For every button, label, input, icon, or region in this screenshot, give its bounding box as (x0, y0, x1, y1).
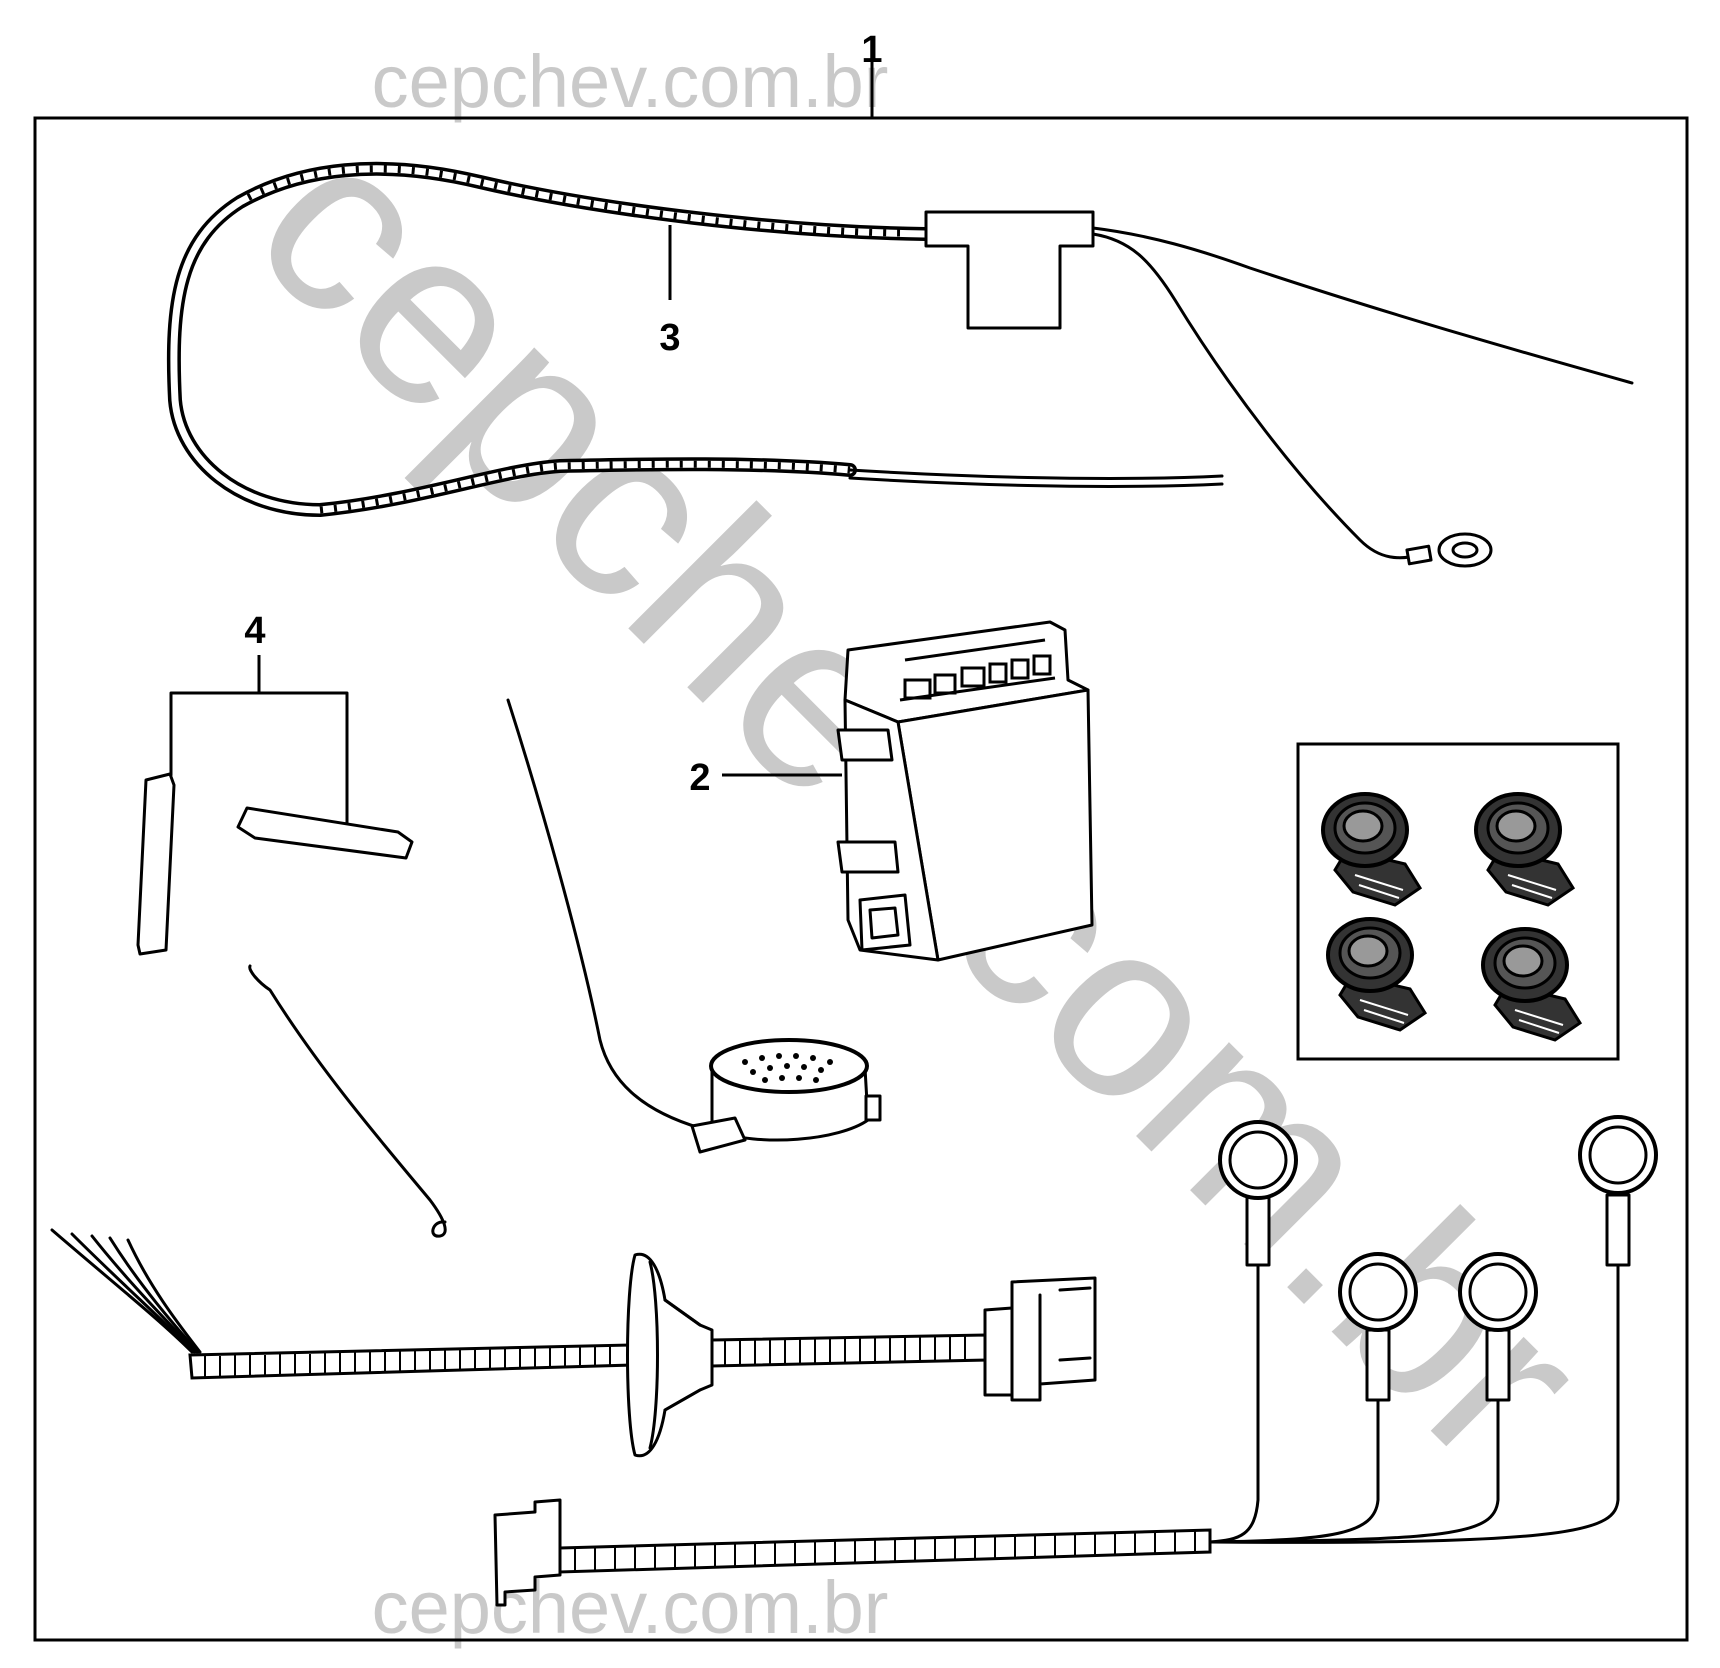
callout-3: 3 (659, 317, 680, 359)
template-strip-horizontal (236, 806, 414, 860)
corrugated-conduit-sensors (558, 1528, 1212, 1574)
sensor-branch-wires (1208, 1263, 1620, 1544)
callout-2: 2 (689, 757, 710, 799)
sensor-bezel-2 (1474, 792, 1576, 907)
module-clip-bottom (836, 840, 900, 874)
bumper-harness (50, 1228, 1097, 1458)
parking-sensor-module (836, 620, 1094, 962)
ring-sensor-4 (1578, 1115, 1658, 1267)
template-strip-vertical (136, 772, 176, 956)
watermark-bottom: cepchev.com.br (372, 1566, 889, 1649)
trim-tool (248, 964, 447, 1238)
callout-1: 1 (861, 29, 882, 71)
kit-frame (33, 116, 1689, 1642)
ring-sensor-3 (1458, 1252, 1538, 1402)
ring-terminal-crimp (1405, 544, 1433, 566)
module-side (843, 698, 940, 962)
watermark-top: cepchev.com.br (372, 40, 889, 123)
sensor-harness (493, 1115, 1658, 1607)
harness-pigtail-wires (50, 1228, 202, 1354)
grommet (626, 1252, 714, 1458)
buzzer-plug (690, 1116, 747, 1154)
ring-sensor-2 (1338, 1252, 1418, 1402)
module-latch (858, 893, 912, 952)
sensor-bezel-1 (1321, 792, 1423, 907)
module-connector-ports (899, 638, 1056, 702)
template-strips (136, 772, 414, 956)
buzzer (506, 698, 882, 1154)
power-harness (166, 161, 1634, 568)
sensor-bezel-3 (1326, 917, 1428, 1032)
corrugated-conduit-right (710, 1333, 989, 1368)
sensor-bezel-4 (1481, 927, 1583, 1042)
sensor-harness-connector (493, 1498, 562, 1607)
buzzer-holes (742, 1053, 833, 1083)
module-clip-top (836, 728, 894, 762)
callout-4: 4 (244, 610, 265, 652)
fuse-holder (924, 210, 1095, 330)
ring-sensor-1 (1218, 1120, 1298, 1267)
